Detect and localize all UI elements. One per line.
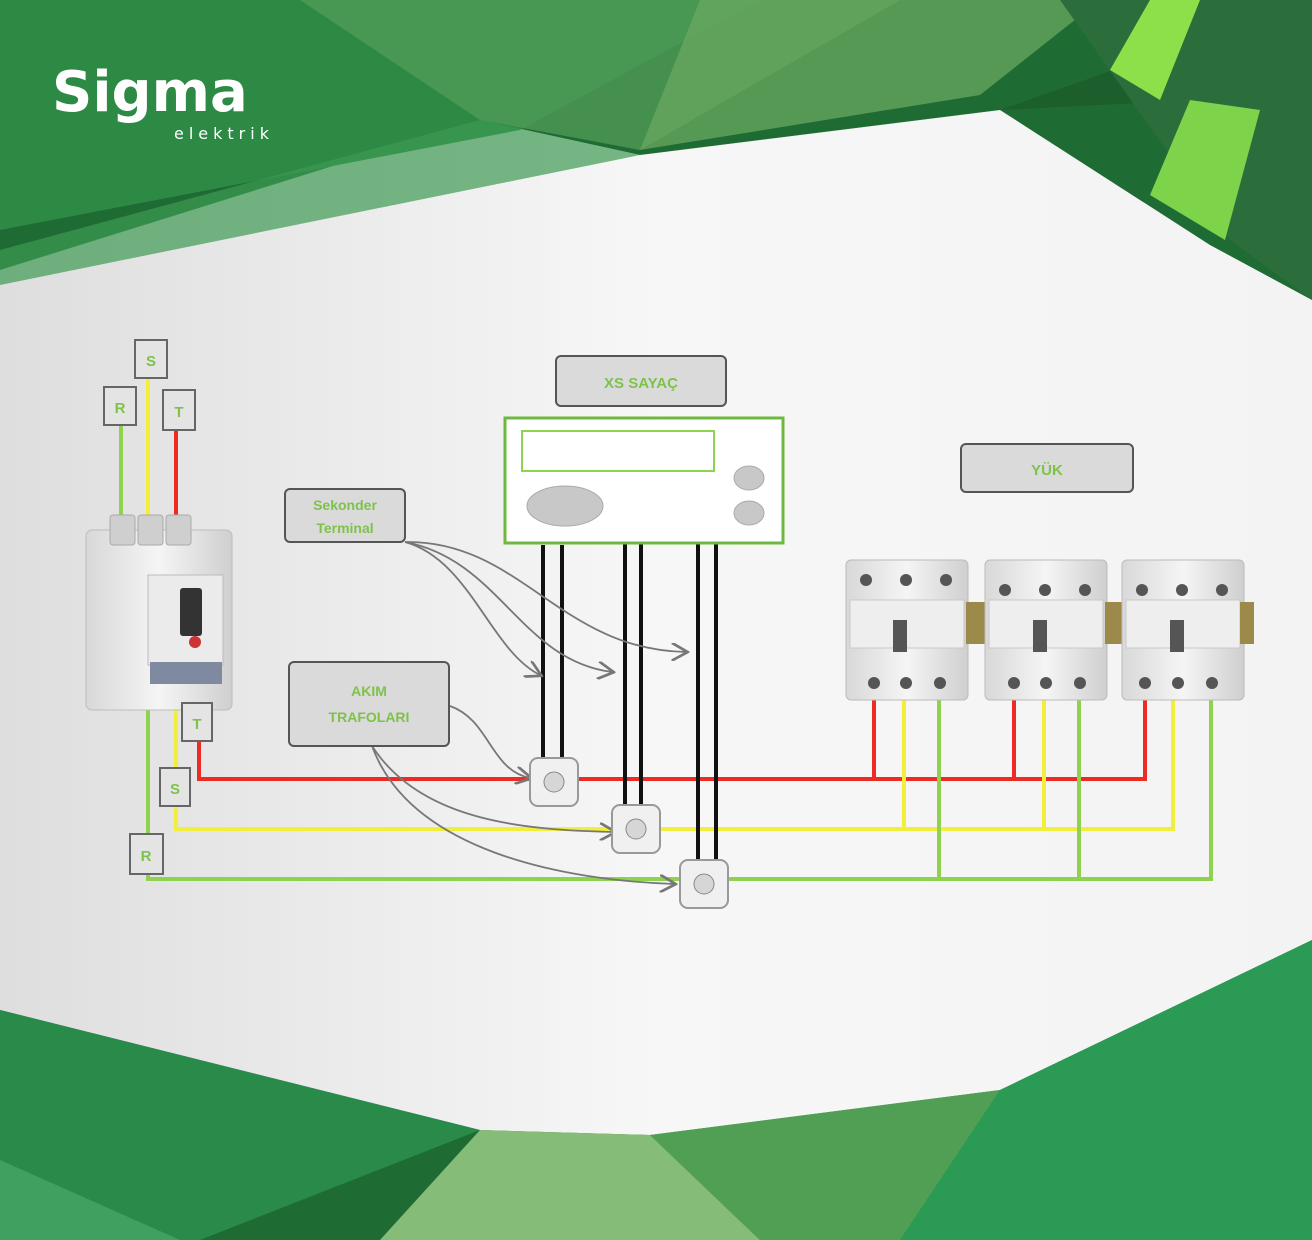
phase-tag-out-s: S: [159, 767, 191, 807]
annotation-arrows: [371, 541, 686, 884]
phase-tag-out-t: T: [181, 702, 213, 742]
main-breaker: [85, 514, 233, 711]
phase-tag-top-s: S: [134, 339, 168, 379]
bottom-frame: [0, 940, 1312, 1240]
svg-text:S: S: [146, 353, 156, 370]
breaker-lever: [180, 588, 202, 636]
svg-text:YÜK: YÜK: [1031, 462, 1063, 479]
svg-text:TRAFOLARI: TRAFOLARI: [329, 709, 410, 725]
meter-device: [503, 416, 785, 545]
load-breaker-2: [984, 559, 1125, 701]
brand-subtitle: elektrik: [174, 124, 274, 143]
brand-logo: Sigma elektrik: [52, 60, 274, 143]
svg-text:AKIM: AKIM: [351, 683, 387, 699]
svg-text:T: T: [174, 404, 183, 421]
meter-button-1: [733, 465, 765, 491]
brand-name: Sigma: [52, 60, 248, 125]
label-current-transformers: AKIM TRAFOLARI: [288, 661, 450, 747]
svg-text:T: T: [192, 716, 201, 733]
load-breaker-1: [845, 559, 992, 701]
label-secondary-terminal: Sekonder Terminal: [284, 488, 406, 543]
current-transformer-3: [679, 859, 729, 909]
phase-tag-out-r: R: [129, 833, 164, 875]
svg-text:XS SAYAÇ: XS SAYAÇ: [604, 375, 678, 392]
svg-text:Sekonder: Sekonder: [313, 497, 377, 513]
svg-text:R: R: [141, 848, 152, 865]
svg-text:S: S: [170, 781, 180, 798]
svg-text:R: R: [115, 400, 126, 417]
meter-button-2: [733, 500, 765, 526]
label-meter: XS SAYAÇ: [555, 355, 727, 407]
phase-tag-top-t: T: [162, 389, 196, 431]
top-frame: [0, 0, 1312, 300]
load-breaker-3: [1121, 559, 1254, 701]
svg-text:Terminal: Terminal: [316, 520, 373, 536]
secondary-wires: [541, 540, 718, 865]
current-transformer-1: [529, 757, 579, 807]
meter-display: [521, 430, 715, 472]
meter-dial: [526, 485, 604, 527]
current-transformer-2: [611, 804, 661, 854]
label-load: YÜK: [960, 443, 1134, 493]
phase-tag-top-r: R: [103, 386, 137, 426]
